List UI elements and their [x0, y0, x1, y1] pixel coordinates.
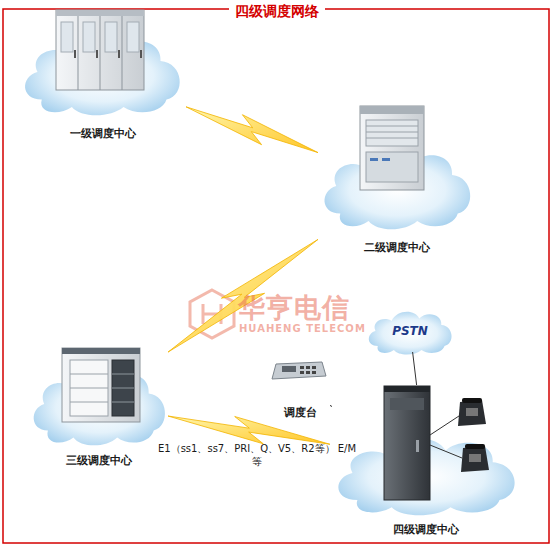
switch-chassis [360, 106, 424, 190]
watermark-text: HUAHENG TELECOM [239, 323, 366, 334]
dispatch-center: 二级调度中心 [318, 105, 476, 255]
pstn-cloud: PSTN [368, 310, 452, 352]
title-text: 四级调度网络 [229, 3, 325, 19]
lightning-link [186, 107, 318, 153]
node-label: PSTN [392, 324, 428, 338]
server-cabinet [56, 10, 144, 90]
node-label: 二级调度中心 [364, 241, 430, 255]
telephone-symbol [458, 398, 486, 426]
node-label: 调度台 [284, 406, 317, 420]
dispatch-center: 四级调度中心 [330, 385, 522, 537]
dispatch-console: 调度台 [268, 356, 332, 420]
connection-line [330, 405, 332, 406]
telephone-symbol [461, 444, 489, 472]
connection-line [413, 352, 417, 385]
dark-cabinet [384, 386, 430, 500]
node-label: 一级调度中心 [70, 127, 136, 141]
dispatch-center: 一级调度中心 [20, 15, 186, 141]
node-label: 四级调度中心 [393, 523, 459, 537]
server-rack [62, 348, 140, 422]
lightning-link [168, 416, 330, 444]
watermark-logo [190, 290, 234, 338]
diagram-title: 四级调度网络 [0, 1, 553, 20]
edge-label: E1（ss1、ss7、PRI、Q、V5、R2等） E/M等 [157, 442, 357, 468]
frame-border [3, 9, 549, 543]
telephone-wires [430, 414, 462, 458]
node-label: 三级调度中心 [66, 454, 132, 468]
dispatch-center: 三级调度中心 [30, 340, 168, 468]
watermark-text: 华亨电信 [238, 290, 350, 326]
dispatch-console [272, 362, 326, 379]
cloud-shape [369, 312, 452, 355]
